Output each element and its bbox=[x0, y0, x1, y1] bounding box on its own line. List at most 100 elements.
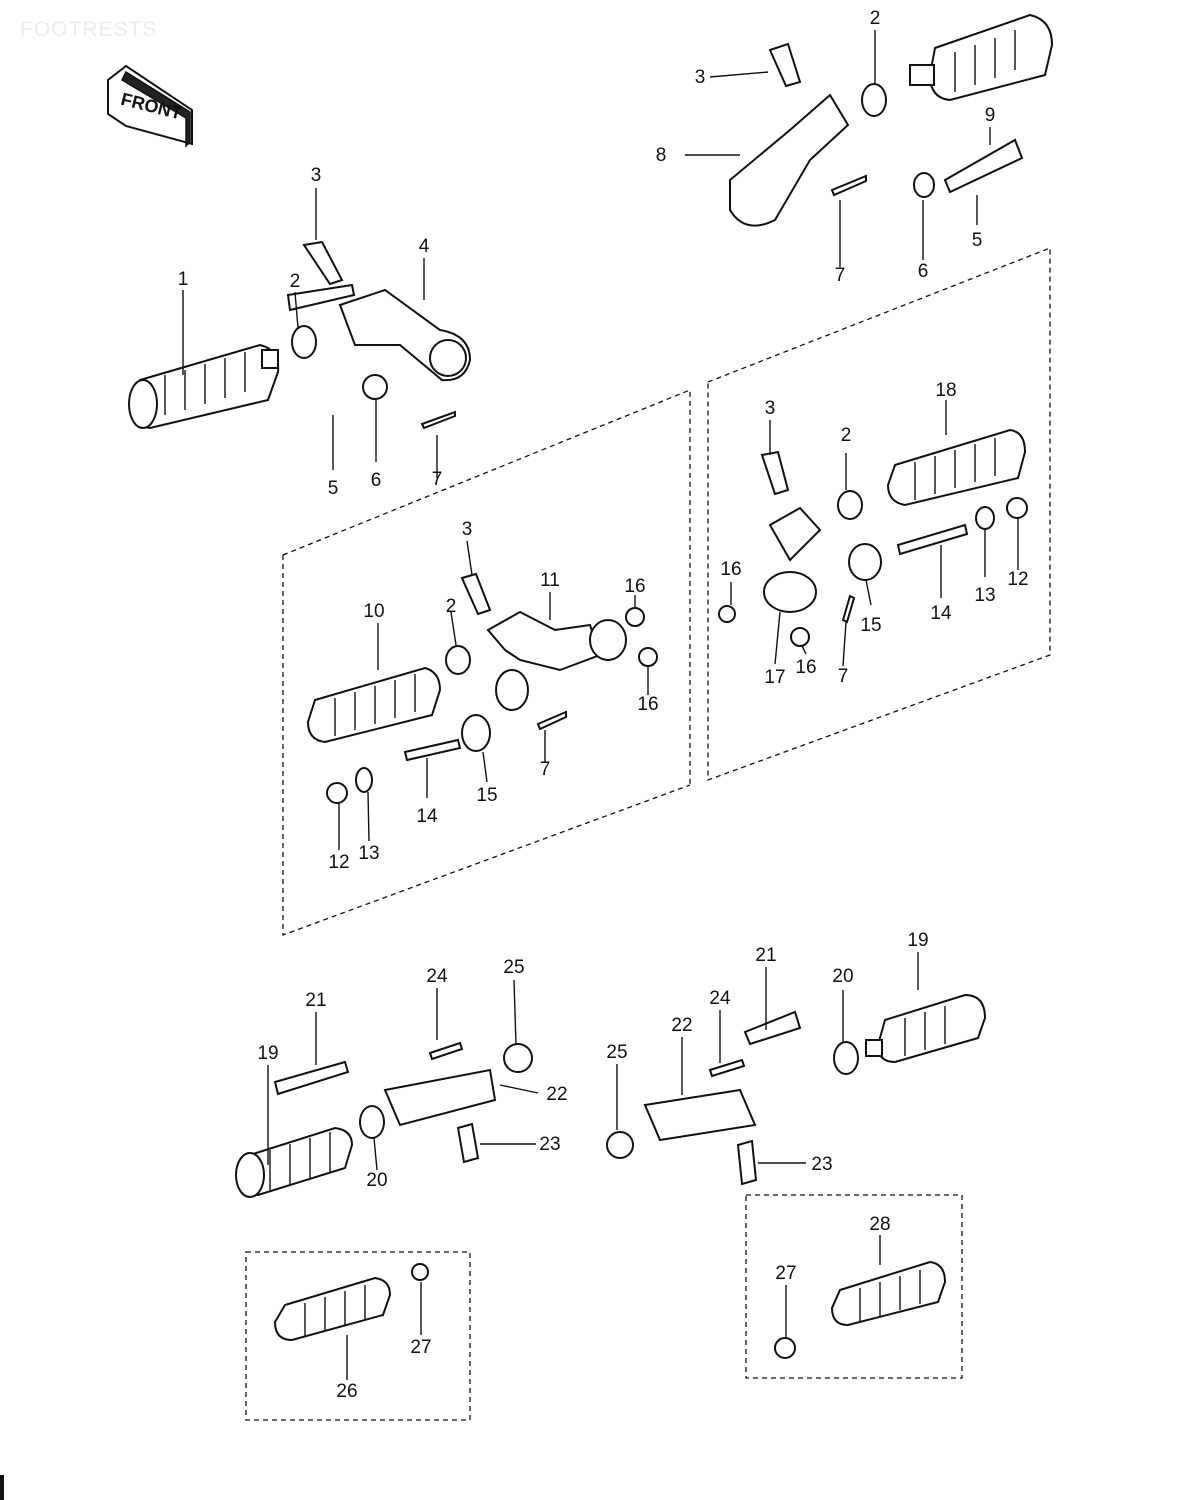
nut-16a bbox=[625, 607, 645, 627]
washer-6b bbox=[913, 172, 935, 198]
callout-10: 10 bbox=[363, 601, 384, 622]
callout-28: 28 bbox=[869, 1214, 890, 1235]
callout-22: 22 bbox=[546, 1084, 567, 1105]
cotter-pin-7d bbox=[841, 594, 856, 624]
callout-7: 7 bbox=[432, 469, 443, 490]
washer-6a bbox=[362, 374, 388, 400]
bolt-3b bbox=[768, 42, 802, 88]
callout-16: 16 bbox=[720, 559, 741, 580]
callout-6: 6 bbox=[371, 470, 382, 491]
footpeg-assembly-rear-right bbox=[606, 993, 987, 1186]
footpeg-option-28 bbox=[774, 1260, 947, 1359]
footpeg-rubber-18 bbox=[886, 428, 1027, 507]
callout-19: 19 bbox=[257, 1043, 278, 1064]
collar-15b bbox=[848, 543, 882, 581]
nut-12b bbox=[1006, 497, 1028, 519]
nut-12a bbox=[326, 782, 348, 804]
callout-13: 13 bbox=[358, 843, 379, 864]
footpeg-rubber-10 bbox=[306, 666, 442, 744]
callout-16: 16 bbox=[637, 694, 658, 715]
callout-6: 6 bbox=[918, 261, 929, 282]
nut-16c bbox=[718, 605, 736, 623]
bolt-23a bbox=[456, 1122, 480, 1164]
nut-25a bbox=[503, 1043, 533, 1073]
callout-14: 14 bbox=[416, 806, 438, 827]
footpeg-assembly-rear-left bbox=[235, 1041, 533, 1198]
footpeg-rubber-19b bbox=[865, 993, 987, 1064]
washer-13b bbox=[975, 506, 995, 530]
callout-20: 20 bbox=[366, 1170, 387, 1191]
spring-24b bbox=[708, 1058, 746, 1078]
cotter-pin-7b bbox=[830, 174, 867, 197]
footpeg-assembly-mid-left bbox=[306, 572, 658, 804]
callout-21: 21 bbox=[755, 945, 776, 966]
callout-labels: 1 2 3 4 5 6 7 2 3 8 9 7 6 5 3 11 16 10 2… bbox=[178, 8, 1029, 1402]
callout-23: 23 bbox=[811, 1154, 832, 1175]
footpeg-bracket-22a bbox=[383, 1068, 497, 1127]
washer-2c bbox=[445, 645, 471, 675]
callout-3: 3 bbox=[462, 519, 473, 540]
callout-20: 20 bbox=[832, 966, 853, 987]
bolt-21b bbox=[743, 1010, 802, 1046]
nut-27a bbox=[411, 1263, 429, 1281]
group-outlines bbox=[245, 247, 1051, 1421]
callout-12: 12 bbox=[328, 852, 349, 873]
callout-1: 1 bbox=[178, 269, 189, 290]
footpeg-bracket-8 bbox=[729, 93, 850, 227]
callout-2: 2 bbox=[446, 596, 457, 617]
callout-23: 23 bbox=[539, 1134, 560, 1155]
footpeg-rubber-right bbox=[909, 13, 1054, 102]
washer-2b bbox=[861, 83, 887, 117]
pin-14a bbox=[403, 738, 462, 762]
callout-5: 5 bbox=[328, 478, 339, 499]
callout-8: 8 bbox=[656, 145, 667, 166]
footpeg-bracket-17 bbox=[768, 506, 822, 562]
bolt-23b bbox=[736, 1139, 758, 1186]
page-title: FOOTRESTS bbox=[20, 18, 158, 41]
bolt-3a bbox=[302, 240, 344, 286]
callout-15: 15 bbox=[860, 615, 881, 636]
callout-5: 5 bbox=[972, 230, 983, 251]
front-arrow-sign: FRONT bbox=[107, 64, 193, 148]
callout-9: 9 bbox=[985, 105, 996, 126]
callout-19: 19 bbox=[907, 930, 928, 951]
callout-16: 16 bbox=[795, 657, 816, 678]
pin-14b bbox=[896, 523, 969, 556]
callout-24: 24 bbox=[426, 966, 448, 987]
callout-7: 7 bbox=[540, 759, 551, 780]
nut-27b bbox=[774, 1337, 796, 1359]
callout-2: 2 bbox=[841, 425, 852, 446]
callout-21: 21 bbox=[305, 990, 326, 1011]
callout-2: 2 bbox=[870, 8, 881, 29]
bolt-3c bbox=[460, 572, 492, 616]
spring-24a bbox=[428, 1041, 464, 1061]
bolt-3d bbox=[760, 450, 790, 496]
callout-17: 17 bbox=[764, 667, 785, 688]
callout-22: 22 bbox=[671, 1015, 692, 1036]
footpeg-assembly-front-left bbox=[128, 240, 472, 430]
callout-27: 27 bbox=[775, 1263, 796, 1284]
callout-14: 14 bbox=[930, 603, 952, 624]
callout-13: 13 bbox=[974, 585, 995, 606]
washer-20a bbox=[359, 1105, 385, 1139]
callout-16: 16 bbox=[624, 576, 645, 597]
footpeg-rubber-19a bbox=[235, 1126, 354, 1198]
callout-26: 26 bbox=[336, 1381, 357, 1402]
callout-3: 3 bbox=[695, 67, 706, 88]
nut-25b bbox=[606, 1131, 634, 1159]
bolt-9 bbox=[943, 138, 1024, 194]
callout-4: 4 bbox=[419, 236, 430, 257]
washer-13a bbox=[355, 767, 373, 793]
leader-lines bbox=[182, 30, 1019, 1380]
callout-27: 27 bbox=[410, 1337, 431, 1358]
callout-24: 24 bbox=[709, 988, 731, 1009]
callout-12: 12 bbox=[1007, 569, 1028, 590]
callout-15: 15 bbox=[476, 785, 497, 806]
callout-7: 7 bbox=[835, 265, 846, 286]
callout-3: 3 bbox=[311, 165, 322, 186]
page-edge-mark bbox=[0, 1475, 4, 1500]
bolt-5a bbox=[286, 283, 356, 312]
callout-7: 7 bbox=[838, 666, 849, 687]
callout-3: 3 bbox=[765, 398, 776, 419]
